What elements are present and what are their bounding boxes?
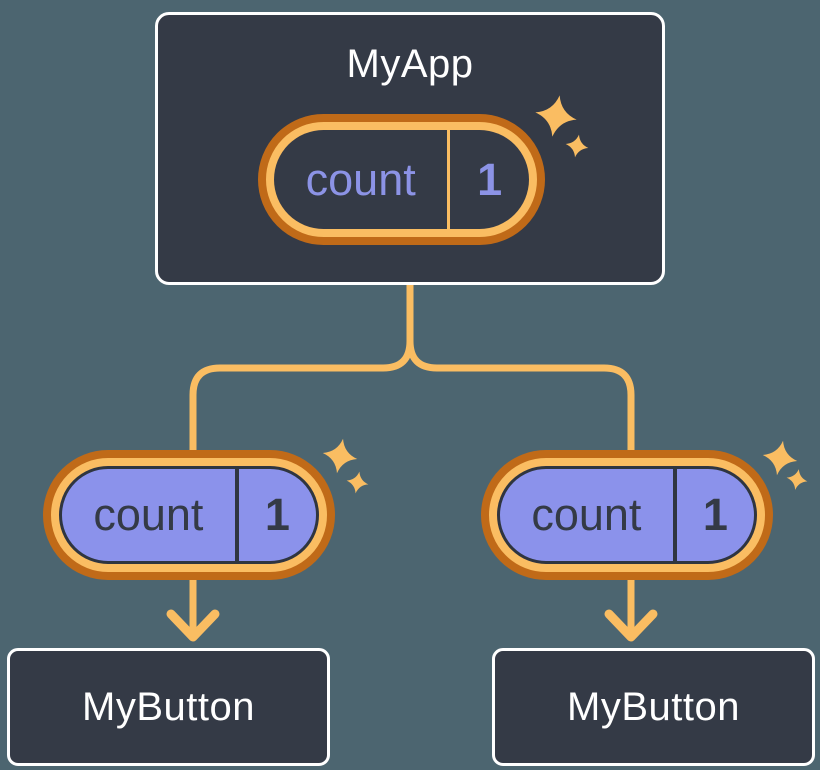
prop-pill-right-label: count — [531, 489, 642, 540]
sparkle-icon — [762, 440, 798, 476]
sparkle-icon — [322, 438, 358, 474]
arrow-left-head-icon — [166, 609, 220, 642]
prop-pill-left-divider — [234, 469, 239, 561]
prop-pill-left-core: count 1 — [59, 466, 319, 564]
prop-pill-right-value: 1 — [702, 489, 728, 540]
prop-pill-left: count 1 — [43, 450, 335, 580]
state-pill-divider — [447, 130, 451, 229]
state-pill-label: count — [305, 153, 416, 205]
state-pill-value: 1 — [477, 153, 503, 205]
prop-pill-right-core: count 1 — [497, 466, 757, 564]
parent-node-title: MyApp — [346, 42, 474, 86]
branch-right-line — [406, 340, 635, 456]
prop-pill-left-value: 1 — [264, 489, 290, 540]
prop-pill-right: count 1 — [481, 450, 773, 580]
child-node-left: MyButton — [7, 648, 330, 766]
sparkle-icon — [346, 471, 369, 494]
child-node-right-title: MyButton — [567, 684, 740, 729]
child-node-right: MyButton — [492, 648, 815, 766]
state-pill-core: count 1 — [274, 130, 529, 229]
arrow-right-head-icon — [604, 609, 658, 642]
child-node-left-title: MyButton — [82, 684, 255, 729]
branch-left-line — [189, 280, 414, 456]
prop-pill-left-label: count — [93, 489, 204, 540]
prop-pill-right-divider — [672, 469, 677, 561]
sparkle-icon — [786, 469, 808, 490]
state-pill: count 1 — [258, 114, 545, 245]
